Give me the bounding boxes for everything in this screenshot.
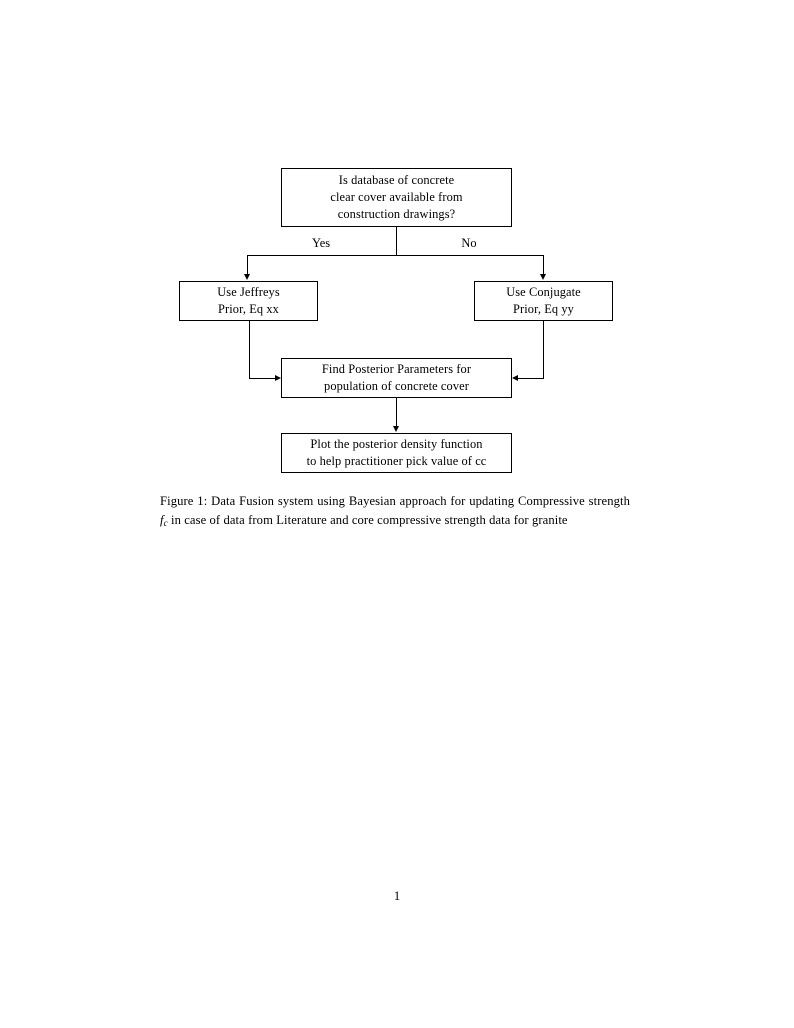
edge-posterior-to-plot — [396, 398, 397, 427]
edge-yes-arrowhead-icon — [244, 274, 250, 280]
plot-line-1: Plot the posterior density function — [310, 437, 483, 451]
flowchart-figure: Is database of concrete clear cover avai… — [0, 0, 794, 480]
conjugate-line-2: Prior, Eq yy — [513, 302, 574, 316]
jeffreys-line-1: Use Jeffreys — [217, 285, 280, 299]
caption-math-symbol: f — [160, 513, 164, 528]
edge-question-stem — [396, 227, 397, 256]
flowchart-node-find-posterior: Find Posterior Parameters for population… — [281, 358, 512, 398]
posterior-line-1: Find Posterior Parameters for — [321, 362, 472, 376]
edge-conjugate-run — [518, 378, 544, 379]
caption-math-subscript: c — [163, 518, 168, 529]
conjugate-line-1: Use Conjugate — [506, 285, 581, 299]
figure-caption: Figure 1: Data Fusion system using Bayes… — [160, 492, 630, 534]
edge-no-drop — [543, 255, 544, 275]
edge-jeffreys-drop — [249, 321, 250, 378]
question-line-3: construction drawings? — [337, 207, 456, 221]
caption-text-2: in case of data from Literature and core… — [170, 513, 568, 528]
edge-jeffreys-arrowhead-icon — [275, 375, 281, 381]
flowchart-node-question: Is database of concrete clear cover avai… — [281, 168, 512, 227]
edge-label-no: No — [461, 236, 477, 250]
edge-split-bar — [247, 255, 544, 256]
edge-posterior-arrowhead-icon — [393, 426, 399, 432]
page-number: 1 — [393, 889, 401, 903]
caption-label: Figure 1: — [160, 494, 208, 508]
edge-yes-drop — [247, 255, 248, 275]
posterior-line-2: population of concrete cover — [324, 379, 469, 393]
question-line-1: Is database of concrete — [338, 173, 455, 187]
flowchart-node-plot-density: Plot the posterior density function to h… — [281, 433, 512, 473]
flowchart-node-conjugate-prior: Use Conjugate Prior, Eq yy — [474, 281, 613, 321]
edge-conjugate-arrowhead-icon — [512, 375, 518, 381]
edge-conjugate-drop — [543, 321, 544, 378]
caption-text-1: Data Fusion system using Bayesian approa… — [211, 494, 630, 508]
edge-jeffreys-run — [249, 378, 275, 379]
plot-line-2: to help practitioner pick value of cc — [306, 454, 487, 468]
edge-label-yes: Yes — [311, 236, 331, 250]
jeffreys-line-2: Prior, Eq xx — [218, 302, 279, 316]
edge-no-arrowhead-icon — [540, 274, 546, 280]
question-line-2: clear cover available from — [330, 190, 463, 204]
flowchart-node-jeffreys-prior: Use Jeffreys Prior, Eq xx — [179, 281, 318, 321]
